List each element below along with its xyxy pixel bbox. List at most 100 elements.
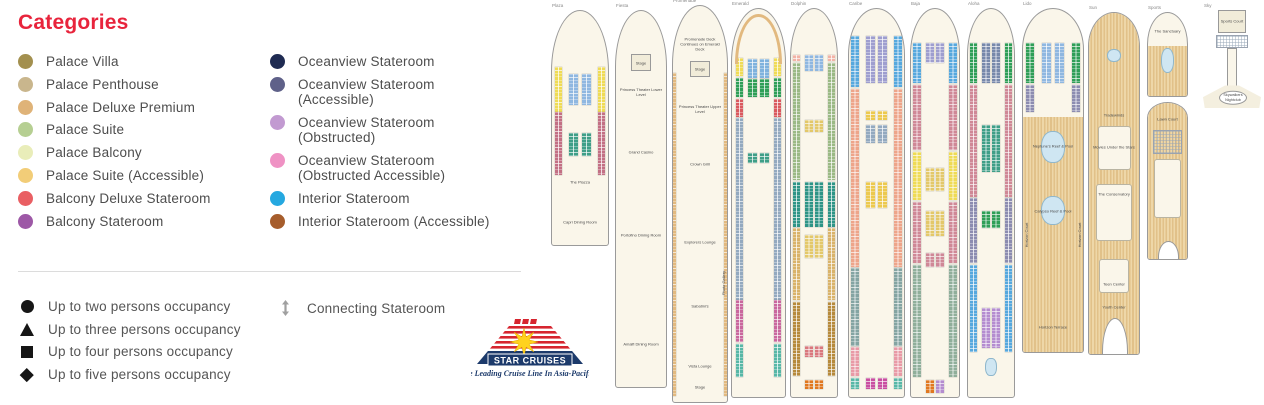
venue-label: Calypso Reef & Pool <box>1034 208 1072 214</box>
triangle-icon <box>19 322 35 336</box>
cabin-band <box>735 118 744 300</box>
occupancy-legend: Up to two persons occupancy Up to three … <box>19 299 241 382</box>
cabin-band <box>949 264 957 378</box>
logo-registered-mark: ® <box>482 359 486 366</box>
legend-item-label: Oceanview Stateroom (Obstructed) <box>298 114 435 145</box>
cabin-band <box>991 42 1000 83</box>
cabin-band <box>1041 42 1052 84</box>
legend-item-label: Palace Deluxe Premium <box>46 99 196 115</box>
cabin-band <box>866 182 875 209</box>
cabin-band <box>748 153 757 164</box>
venue-label: Youth Center <box>1102 304 1126 310</box>
deck-name-label: Plaza <box>552 3 564 8</box>
cabin-band <box>866 110 875 121</box>
deck-name-label: Sports <box>1148 5 1162 10</box>
funnel-hatch <box>1215 34 1249 49</box>
cabin-band <box>1026 42 1035 84</box>
cabin-band <box>1054 42 1065 84</box>
cabin-band <box>970 197 978 263</box>
cabin-band <box>581 132 592 157</box>
venue-label: Capri Dining Room <box>563 219 597 225</box>
cabin-band <box>793 62 801 180</box>
cabin-band <box>805 234 814 258</box>
cabin-band <box>1071 42 1080 84</box>
venue-label: Movies Under the Stars <box>1093 144 1135 150</box>
legend-item: Palace Suite (Accessible) <box>18 167 253 183</box>
cabin-band <box>827 227 835 300</box>
cabin-band <box>597 111 606 175</box>
legend-item-label: Balcony Deluxe Stateroom <box>46 190 211 206</box>
venue-label: Explorers Lounge <box>684 239 716 245</box>
deck-hull <box>848 8 905 398</box>
legend-item-label: Palace Balcony <box>46 145 142 161</box>
cabin-band <box>878 378 887 389</box>
cabin-band <box>568 74 579 105</box>
cabin-band <box>814 120 823 133</box>
pool <box>1041 130 1065 164</box>
deck-hull <box>910 8 960 398</box>
cabin-band <box>913 264 921 378</box>
cabin-band <box>597 67 606 112</box>
cabin-band <box>814 379 823 390</box>
venue-label: Stage <box>694 384 706 390</box>
cabin-band <box>773 344 782 378</box>
cabin-band <box>814 182 823 227</box>
cabin-band <box>735 299 744 343</box>
venue-label: The Sanctuary <box>1154 28 1181 34</box>
logo-brand-text: STAR CRUISES <box>494 355 566 365</box>
deck-hull: Promenade Deck Continues on Emerald Deck… <box>672 5 728 403</box>
circle-icon <box>19 300 35 313</box>
occupancy-item: Up to five persons occupancy <box>19 367 241 382</box>
funnel-shaft <box>1226 48 1238 88</box>
cabin-band <box>1071 85 1080 113</box>
logo-tagline: The Leading Cruise Line In Asia-Pacific® <box>471 369 589 378</box>
cabin-band <box>894 347 902 377</box>
open-area <box>1097 125 1131 170</box>
venue-label: Lawn Court <box>1157 116 1178 122</box>
pool <box>1107 48 1121 63</box>
promenade-bow-walkway <box>735 13 782 65</box>
venue-label: The Conservatory <box>1098 191 1130 197</box>
venue-label: Sabatini's <box>691 303 709 309</box>
cabin-band <box>949 201 957 263</box>
occupancy-item: Up to four persons occupancy <box>19 344 241 359</box>
pool <box>1160 47 1175 73</box>
cabin-band <box>735 57 744 76</box>
deck-plan-emerald: Emerald <box>731 1 786 398</box>
venue-label: Tradewinds <box>1103 112 1125 118</box>
cabin-band <box>735 98 744 118</box>
venue-label: Crown Grill <box>690 161 710 167</box>
deck-name-label: Dolphin <box>791 1 807 6</box>
deck-name-label: Caribe <box>849 1 863 6</box>
cabin-band <box>935 42 945 64</box>
venue-label: Princess Theater Upper Level <box>678 103 722 114</box>
legend-item: Oceanview Stateroom <box>270 54 522 69</box>
legend-item-label: Interior Stateroom <box>298 190 410 206</box>
logo-funnel-vents <box>514 319 537 324</box>
deck-plan-caribe: Caribe <box>848 1 905 398</box>
cabin-band <box>925 42 935 64</box>
venue-label: Stage <box>694 66 706 72</box>
cabin-band <box>878 125 887 143</box>
deck-plan-aloha: Aloha <box>967 1 1015 398</box>
occupancy-label: Up to three persons occupancy <box>48 321 241 337</box>
venue-label: Sports Court <box>1220 18 1244 24</box>
cabin-band <box>970 85 978 197</box>
cabin-band <box>805 54 814 72</box>
cabin-band <box>991 125 1000 172</box>
occupancy-item: Up to three persons occupancy <box>19 322 241 337</box>
venue-label: Portofino Dining Room <box>620 232 662 238</box>
venue-label: Vista Lounge <box>688 363 712 369</box>
occupancy-label: Up to two persons occupancy <box>48 299 231 314</box>
cabin-band <box>827 182 835 227</box>
cabin-band <box>894 377 902 390</box>
open-area <box>1096 183 1132 242</box>
cabin-band <box>913 42 921 84</box>
